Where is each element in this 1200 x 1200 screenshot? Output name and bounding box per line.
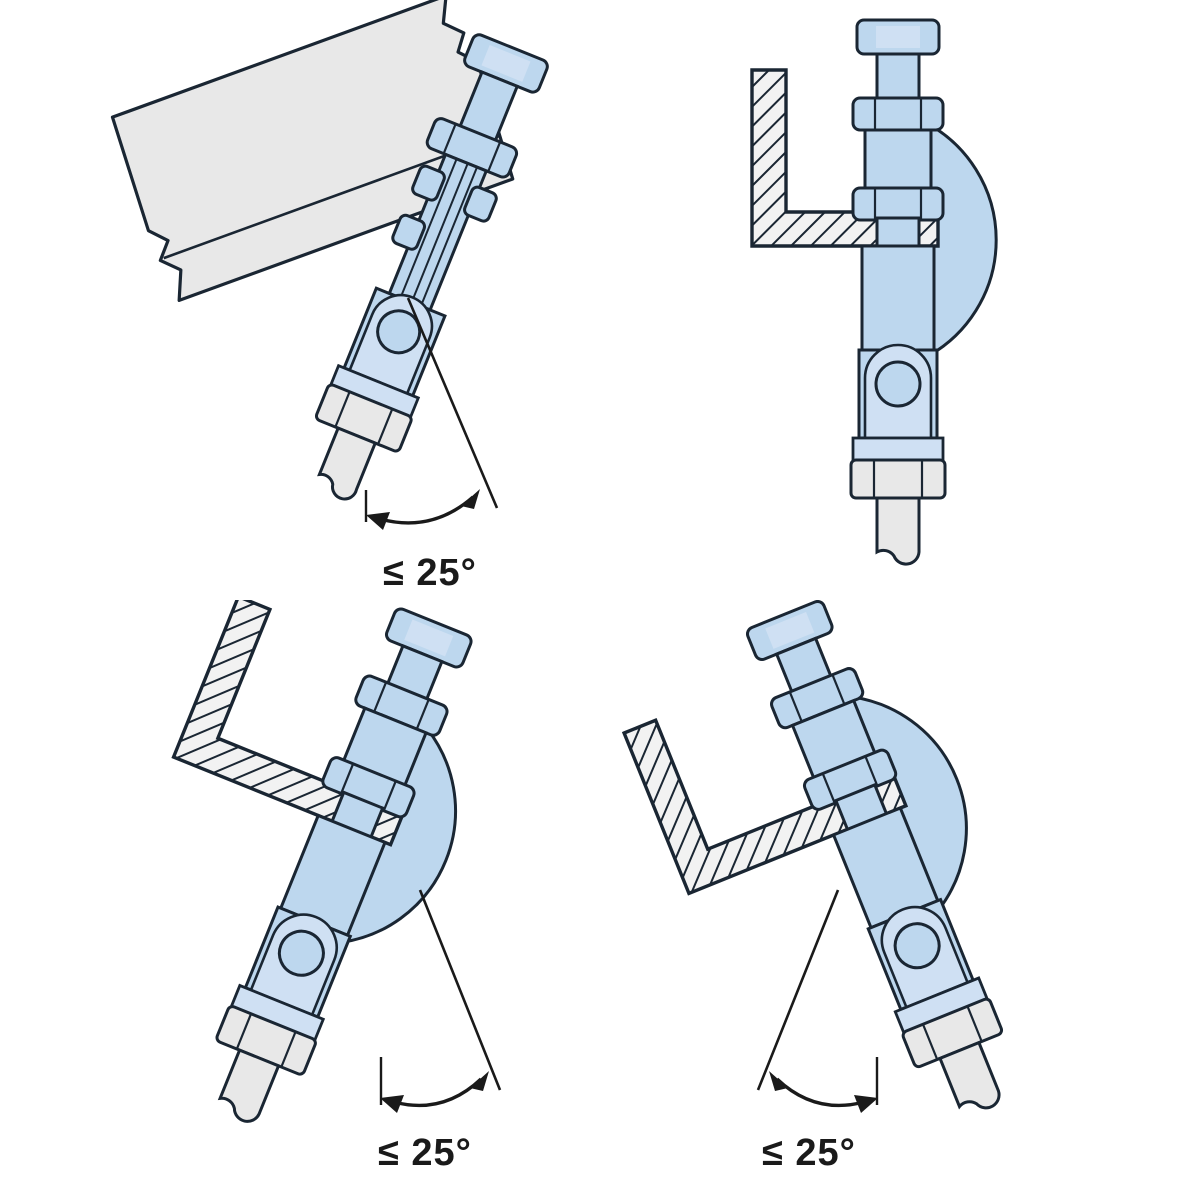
clamp-assembly — [746, 600, 1004, 1110]
hex-nut-3 — [391, 213, 427, 251]
clamp-assembly-tilted — [314, 33, 549, 501]
clamp-assembly — [215, 607, 473, 1123]
clevis-eye — [866, 897, 976, 1012]
panel-top-left: ≤ 25° — [0, 0, 620, 620]
angle-label-bottom-right: ≤ 25° — [762, 1132, 856, 1174]
panel-top-right — [600, 0, 1200, 620]
hex-nut-2 — [851, 186, 945, 222]
angle-annotation — [379, 889, 502, 1113]
clevis-eye — [342, 286, 447, 398]
threaded-rod-stub — [938, 1040, 1001, 1110]
hex-head-top — [855, 18, 941, 56]
angle-label-bottom-left: ≤ 25° — [378, 1132, 472, 1174]
angle-annotation — [364, 297, 499, 530]
clamp-assembly-vertical — [849, 18, 947, 566]
threaded-rod-stub — [875, 496, 921, 566]
threaded-rod-section — [387, 152, 489, 312]
panel-bottom-right: ≤ 25° — [600, 600, 1200, 1200]
threaded-rod-stub — [317, 426, 378, 501]
hex-nut-1 — [770, 667, 865, 730]
hex-nut-1 — [851, 96, 945, 132]
threaded-rod-stub — [217, 1048, 281, 1123]
panel-bottom-left: ≤ 25° — [0, 600, 620, 1200]
hex-nut-2 — [411, 164, 498, 223]
angle-annotation — [756, 889, 879, 1113]
angle-label-top-left: ≤ 25° — [383, 552, 477, 594]
clevis-eye — [243, 905, 353, 1019]
hex-nut-bottom — [849, 458, 947, 500]
clevis-eye — [857, 343, 939, 440]
